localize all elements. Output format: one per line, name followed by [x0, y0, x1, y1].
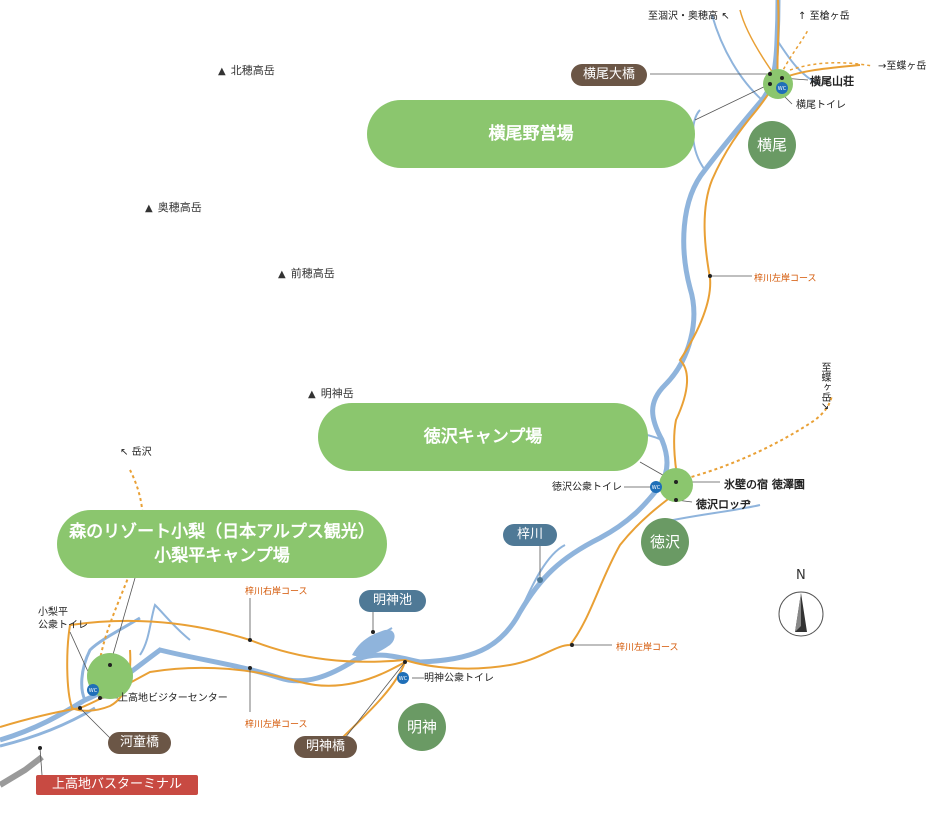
river-branch: [139, 603, 191, 656]
river-branch: [80, 616, 141, 701]
campsite-konashidaira-line1: 森のリゾート小梨（日本アルプス観光）: [69, 522, 375, 542]
course-left-bank-lower: 梓川左岸コース: [245, 720, 308, 730]
myojin-pond: [352, 629, 395, 657]
bridge-kappabashi[interactable]: 河童橋: [108, 732, 172, 754]
campsite-konashidaira-line2: 小梨平キャンプ場: [154, 546, 290, 566]
direction-yarigatake: ↑ 至槍ヶ岳: [798, 11, 850, 22]
river-azusagawa-label[interactable]: 梓川: [503, 524, 558, 546]
area-yokoo[interactable]: 横尾: [748, 121, 796, 169]
wc-icon-tokusawa: WC: [650, 481, 662, 493]
wc-icon-myojin: WC: [397, 672, 409, 684]
direction-chogatake-top: →至蝶ヶ岳: [878, 61, 927, 72]
trail-right-bank: [69, 79, 779, 670]
facility-hyoheki-no-yado[interactable]: 氷壁の宿 徳澤園: [724, 478, 805, 491]
river-branch: [776, 39, 821, 86]
bridge-yokoo-ohashi[interactable]: 横尾大橋: [571, 64, 648, 86]
course-left-bank-mid: 梓川左岸コース: [616, 643, 679, 653]
peak-label: 奥穂高岳: [145, 199, 202, 215]
wc-icon-konashidaira: WC: [87, 684, 99, 696]
facility-yokoo-toilet: 横尾トイレ: [796, 100, 846, 111]
dashed-route-upper-right: [789, 62, 873, 71]
dashed-route-chogatake: [679, 394, 833, 481]
facility-yokoo-sanso[interactable]: 横尾山荘: [810, 75, 854, 88]
peak-label: 北穂高岳: [218, 62, 275, 78]
facility-konashidaira-toilet-line2: 公衆トイレ: [38, 620, 88, 631]
river-branch: [0, 706, 96, 748]
svg-text:WC: WC: [89, 688, 98, 694]
facility-konashidaira-toilet: 小梨平 公衆トイレ: [38, 606, 88, 632]
svg-text:WC: WC: [652, 485, 661, 491]
river-branch: [711, 14, 763, 101]
peak-label: 明神岳: [308, 385, 354, 401]
campsite-tokusawa[interactable]: 徳沢キャンプ場: [318, 403, 648, 471]
dots: [38, 72, 784, 750]
arrow-up-icon: ↑: [798, 11, 807, 22]
trail-upper: [776, 0, 780, 81]
facility-visitor-center[interactable]: 上高地ビジターセンター: [118, 693, 228, 704]
trail-myojinbashi: [339, 661, 406, 741]
facility-tokusawa-toilet: 徳沢公衆トイレ: [552, 482, 622, 493]
arrow-up-left-icon: ↖: [721, 11, 730, 22]
peak-label: 前穂高岳: [278, 265, 335, 281]
arrow-up-left-icon: ↖: [120, 447, 129, 458]
facility-konashidaira-toilet-line1: 小梨平: [38, 607, 68, 618]
area-myojin[interactable]: 明神: [398, 703, 446, 751]
arrow-up-right-icon: ↗: [819, 402, 830, 411]
direction-karasawa: 至涸沢・奥穂高 ↖: [648, 11, 730, 22]
compass-icon: [778, 591, 824, 637]
course-right-bank: 梓川右岸コース: [245, 587, 308, 597]
river-branch: [692, 109, 706, 171]
facility-myojin-toilet: 明神公衆トイレ: [424, 673, 494, 684]
arrow-right-icon: →: [878, 61, 887, 72]
azusagawa-point: [537, 577, 543, 583]
area-tokusawa[interactable]: 徳沢: [641, 518, 689, 566]
svg-text:WC: WC: [399, 676, 408, 682]
campsite-yokoo[interactable]: 横尾野営場: [367, 100, 695, 168]
tokusawa-marker: [659, 468, 693, 502]
direction-chogatake-mid: 至蝶ヶ岳↗: [819, 362, 830, 411]
campsite-konashidaira[interactable]: 森のリゾート小梨（日本アルプス観光） 小梨平キャンプ場: [57, 510, 387, 578]
bus-terminal[interactable]: 上高地バスターミナル: [36, 775, 199, 795]
direction-dakesawa: ↖ 岳沢: [120, 447, 152, 458]
facility-tokusawa-lodge[interactable]: 徳沢ロッヂ: [696, 498, 751, 511]
svg-text:WC: WC: [778, 86, 787, 92]
pond-myojin-label[interactable]: 明神池: [359, 590, 427, 612]
compass-north-label: N: [796, 568, 806, 583]
wc-icon-yokoo: WC: [776, 82, 788, 94]
road: [0, 754, 44, 788]
konashidaira-marker: [87, 653, 133, 699]
bridge-myojinbashi[interactable]: 明神橋: [294, 736, 358, 758]
azusa-river: [0, 0, 781, 743]
river-branch: [519, 544, 566, 613]
course-left-bank-upper: 梓川左岸コース: [754, 274, 817, 284]
